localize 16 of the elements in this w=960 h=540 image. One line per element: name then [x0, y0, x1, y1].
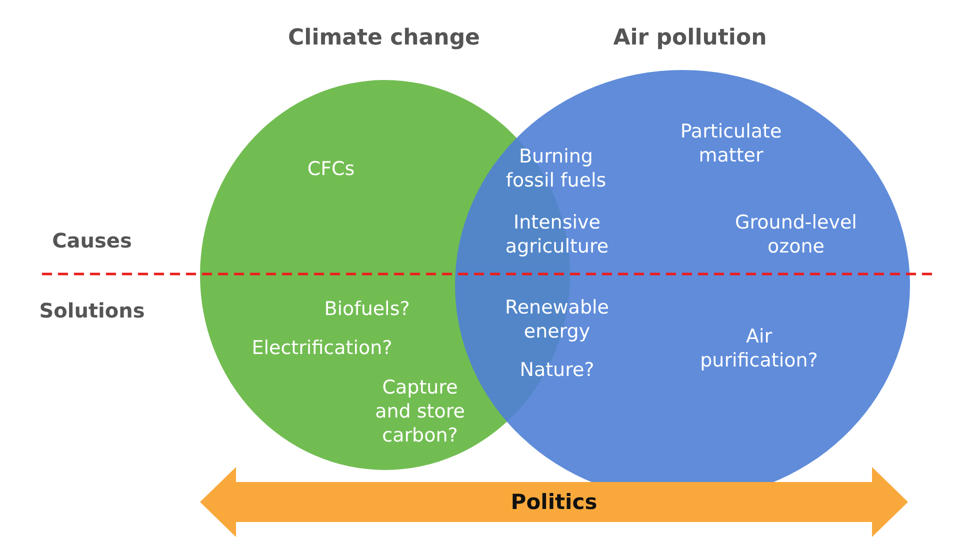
overlap-item-label: Intensive agriculture: [504, 211, 610, 259]
set-heading: Climate change: [288, 24, 480, 52]
overlap-item-label: Renewable energy: [504, 296, 610, 344]
venn-item-label: CFCs: [306, 158, 356, 182]
venn-item-label: Biofuels?: [323, 298, 411, 322]
overlap-item-label: Nature?: [518, 359, 596, 383]
row-heading: Causes: [52, 228, 132, 254]
set-heading: Air pollution: [613, 24, 767, 52]
venn-item-label: Air purification?: [699, 325, 819, 373]
row-heading: Solutions: [39, 298, 145, 324]
venn-item-label: Electrification?: [250, 337, 394, 361]
overlap-item-label: Burning fossil fuels: [504, 145, 608, 193]
venn-item-label: Particulate matter: [679, 120, 783, 168]
venn-item-label: Ground-level ozone: [734, 211, 858, 259]
venn-item-label: Capture and store carbon?: [374, 376, 466, 448]
arrow-label: Politics: [510, 488, 598, 516]
